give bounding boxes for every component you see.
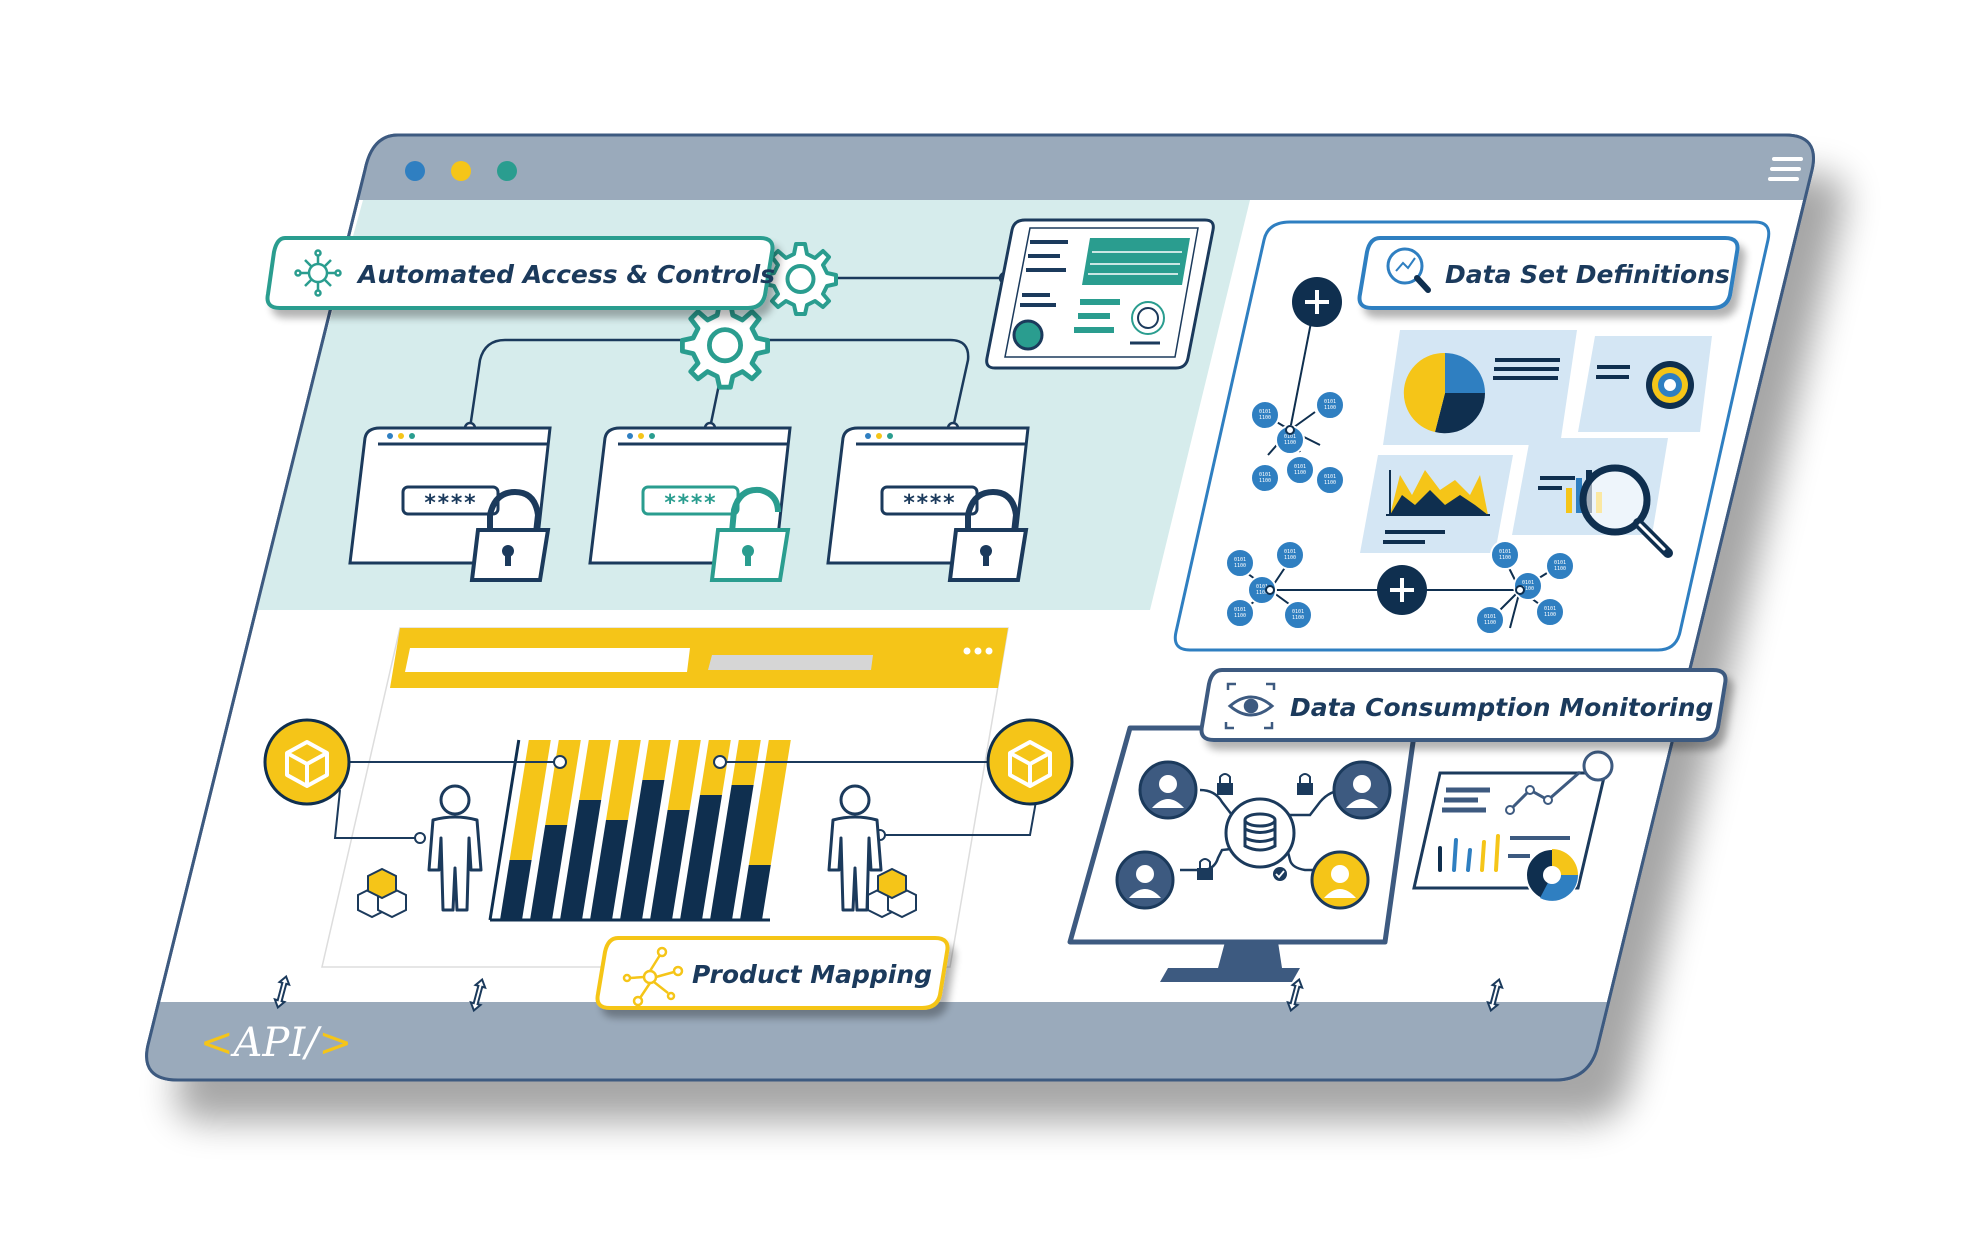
network-icon <box>622 946 684 1007</box>
chart-bar-navy <box>650 810 690 920</box>
mapping-label-text: Product Mapping <box>692 960 932 989</box>
arrow-updown-icon <box>273 974 291 1010</box>
boxes-icon-left <box>357 867 407 919</box>
tablet-dashboard <box>985 218 1215 370</box>
chart-bar-navy <box>680 795 722 920</box>
chart-bar-yellow <box>579 740 611 800</box>
window-dot-yellow[interactable] <box>451 161 471 181</box>
arrow-updown-icon <box>1286 977 1304 1013</box>
plus-icon[interactable] <box>1377 565 1427 615</box>
cube-icon-left <box>263 718 351 806</box>
analytics-card <box>1412 750 1614 902</box>
database-icon <box>1224 797 1296 869</box>
window-dot-teal[interactable] <box>497 161 517 181</box>
access-label <box>265 236 775 310</box>
window-dot-blue[interactable] <box>405 161 425 181</box>
password-field-1: **** <box>424 491 477 516</box>
chart-bar-yellow <box>700 740 731 795</box>
monitoring-label-text: Data Consumption Monitoring <box>1290 693 1714 722</box>
access-section: **** **** **** <box>265 218 1215 582</box>
chart-bar-yellow <box>748 740 791 865</box>
gear-icon-small <box>763 242 838 316</box>
login-window-1: **** <box>348 426 552 582</box>
network-chip-icon <box>294 249 342 297</box>
password-field-2: **** <box>664 491 717 516</box>
chart-bar-yellow <box>667 740 701 810</box>
user-avatar-icon <box>1138 760 1198 820</box>
mapping-filter-bar[interactable] <box>708 655 873 670</box>
magnifier-icon <box>1579 464 1673 558</box>
user-avatar-icon-highlight <box>1310 850 1370 910</box>
padlock-open-icon <box>709 486 791 582</box>
chart-bar-navy <box>530 825 568 920</box>
donut-chart-icon <box>1525 848 1579 902</box>
monitoring-section: Data Consumption Monitoring <box>1067 668 1728 982</box>
chart-bar-yellow <box>606 740 641 820</box>
donut-chart-icon <box>1646 361 1694 409</box>
password-field-3: **** <box>903 491 956 516</box>
chart-bar-navy <box>500 860 532 920</box>
padlock-icon <box>947 488 1029 582</box>
chart-bar-navy <box>590 820 628 920</box>
chart-bar-yellow <box>642 740 671 780</box>
arrow-updown-icon <box>1486 977 1504 1013</box>
gear-icon-large <box>682 303 767 387</box>
check-icon <box>1273 867 1287 881</box>
chart-bar-navy <box>560 800 602 920</box>
data-search-icon <box>1386 247 1431 293</box>
mapping-search-bar[interactable] <box>405 648 690 672</box>
mapping-section: Product Mapping <box>263 627 1074 1010</box>
chart-bar-yellow <box>545 740 581 825</box>
api-connectors <box>273 974 1504 1013</box>
plus-icon[interactable] <box>1292 277 1342 327</box>
mapping-panel-header <box>390 628 1008 688</box>
cube-icon-right <box>986 718 1074 806</box>
boxes-icon-right <box>867 867 917 919</box>
access-label-text: Automated Access & Controls <box>356 260 775 289</box>
api-label: <API/> <box>200 1020 352 1066</box>
title-bar <box>146 135 1814 200</box>
area-chart-icon <box>1386 470 1490 516</box>
hamburger-menu-icon[interactable] <box>1768 157 1803 181</box>
definitions-label-text: Data Set Definitions <box>1445 260 1730 289</box>
chart-bar-navy <box>620 780 665 920</box>
user-avatar-icon <box>1115 850 1175 910</box>
more-options-icon[interactable] <box>963 647 993 655</box>
definitions-section: Data Set Definitions <box>1173 220 1771 652</box>
login-window-3: **** <box>826 426 1030 582</box>
pie-chart-icon <box>1403 352 1486 434</box>
mapping-bar-chart <box>488 739 791 922</box>
api-bar <box>146 1002 1814 1080</box>
chart-bar-navy <box>740 865 771 920</box>
chart-bar-navy <box>710 785 754 920</box>
chart-bar-yellow <box>509 740 551 860</box>
user-avatar-icon <box>1332 760 1392 820</box>
login-window-2: **** <box>588 426 792 582</box>
arrow-updown-icon <box>469 977 487 1013</box>
eye-icon <box>1224 682 1276 730</box>
padlock-icon <box>469 488 551 582</box>
chart-axis <box>488 739 770 922</box>
